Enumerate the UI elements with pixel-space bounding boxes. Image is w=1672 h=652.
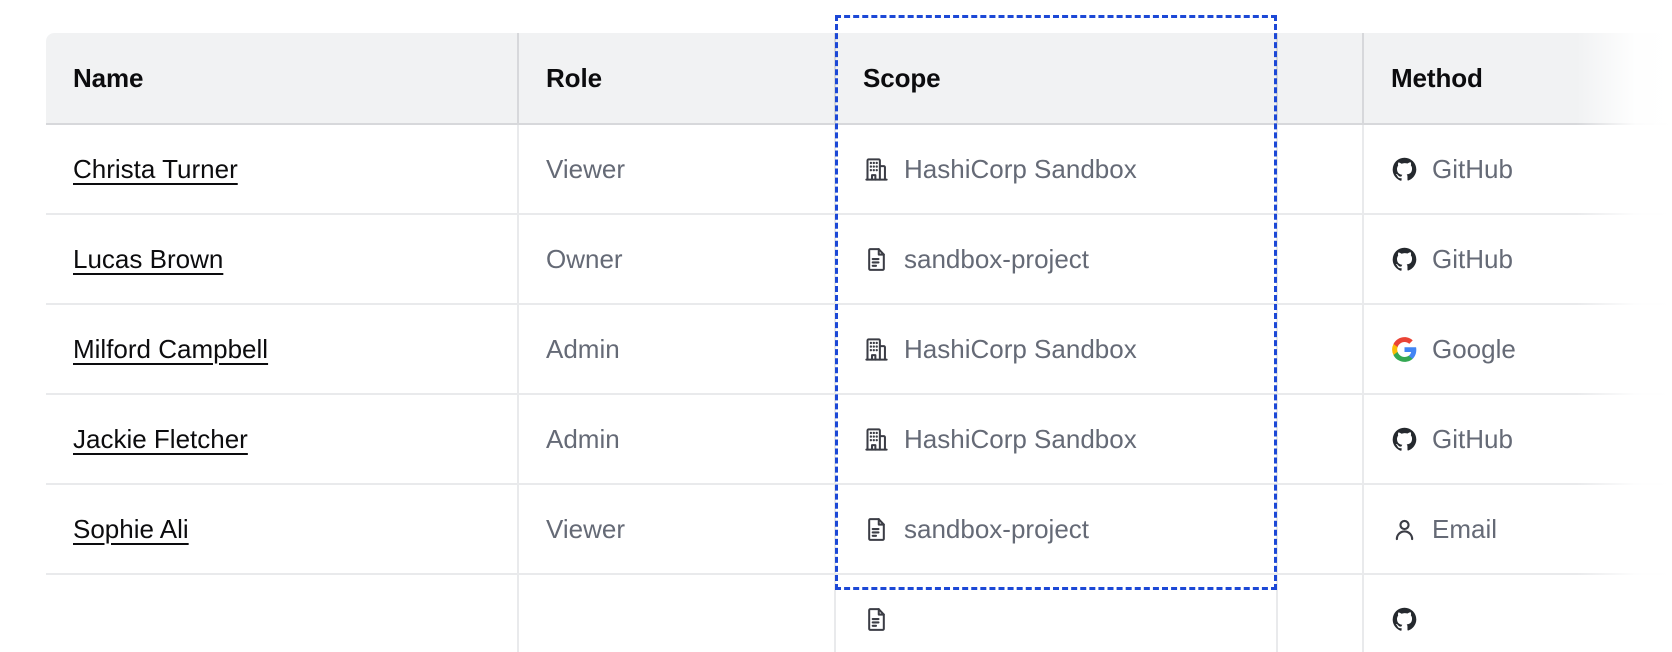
- member-name-link[interactable]: Sophie Ali: [73, 513, 189, 544]
- table-row: Jackie Fletcher Admin: [46, 394, 1672, 485]
- cell-method: [1363, 574, 1672, 652]
- cell-scope: HashiCorp Sandbox: [835, 124, 1278, 215]
- cell-method: Email: [1363, 484, 1672, 575]
- cell-blank: [1277, 484, 1364, 575]
- cell-name: [46, 574, 519, 652]
- cell-scope: HashiCorp Sandbox: [835, 394, 1278, 485]
- project-file-icon: [863, 246, 890, 273]
- method-label: Google: [1432, 334, 1516, 364]
- cell-blank: [1277, 304, 1364, 395]
- method-label: GitHub: [1432, 244, 1513, 274]
- scope-label: sandbox-project: [904, 244, 1089, 274]
- cell-name: Lucas Brown: [46, 214, 519, 305]
- member-name-link[interactable]: Jackie Fletcher: [73, 423, 248, 454]
- column-header-scope[interactable]: Scope: [835, 33, 1278, 125]
- column-header-blank: [1277, 33, 1364, 125]
- cell-name: Milford Campbell: [46, 304, 519, 395]
- cell-method: GitHub: [1363, 214, 1672, 305]
- github-icon: [1391, 246, 1418, 273]
- table-row: [46, 574, 1672, 652]
- github-icon: [1391, 156, 1418, 183]
- cell-blank: [1277, 124, 1364, 215]
- cell-method: GitHub: [1363, 394, 1672, 485]
- table-header-row: Name Role Scope Method: [46, 33, 1672, 125]
- google-icon: [1391, 336, 1418, 363]
- method-label: GitHub: [1432, 154, 1513, 184]
- organization-icon: [863, 336, 890, 363]
- table-row: Sophie Ali Viewer sa: [46, 484, 1672, 575]
- project-file-icon: [863, 516, 890, 543]
- table-body: Christa Turner Viewer: [46, 124, 1672, 652]
- method-label: GitHub: [1432, 424, 1513, 454]
- method-label: Email: [1432, 514, 1498, 544]
- github-icon: [1391, 606, 1418, 633]
- cell-name: Sophie Ali: [46, 484, 519, 575]
- scope-label: HashiCorp Sandbox: [904, 424, 1137, 454]
- scope-label: sandbox-project: [904, 514, 1089, 544]
- cell-role: Viewer: [518, 124, 836, 215]
- members-table: Name Role Scope Method Christa Turner Vi…: [46, 33, 1672, 652]
- cell-role: Viewer: [518, 484, 836, 575]
- cell-scope: [835, 574, 1278, 652]
- cell-name: Jackie Fletcher: [46, 394, 519, 485]
- cell-role: [518, 574, 836, 652]
- cell-scope: sandbox-project: [835, 214, 1278, 305]
- table-row: Christa Turner Viewer: [46, 124, 1672, 215]
- cell-blank: [1277, 394, 1364, 485]
- github-icon: [1391, 426, 1418, 453]
- project-file-icon: [863, 606, 890, 633]
- cell-role: Owner: [518, 214, 836, 305]
- user-icon: [1391, 516, 1418, 543]
- member-name-link[interactable]: Christa Turner: [73, 153, 238, 184]
- cell-name: Christa Turner: [46, 124, 519, 215]
- column-header-name[interactable]: Name: [46, 33, 519, 125]
- table-header: Name Role Scope Method: [46, 33, 1672, 125]
- cell-scope: HashiCorp Sandbox: [835, 304, 1278, 395]
- cell-blank: [1277, 574, 1364, 652]
- scope-label: HashiCorp Sandbox: [904, 154, 1137, 184]
- members-table-container: Name Role Scope Method Christa Turner Vi…: [46, 33, 1672, 652]
- organization-icon: [863, 156, 890, 183]
- table-row: Milford Campbell Admin: [46, 304, 1672, 395]
- cell-blank: [1277, 214, 1364, 305]
- column-header-role[interactable]: Role: [518, 33, 836, 125]
- cell-method: GitHub: [1363, 124, 1672, 215]
- scope-label: HashiCorp Sandbox: [904, 334, 1137, 364]
- organization-icon: [863, 426, 890, 453]
- table-row: Lucas Brown Owner sa: [46, 214, 1672, 305]
- member-name-link[interactable]: Lucas Brown: [73, 243, 224, 274]
- member-name-link[interactable]: Milford Campbell: [73, 333, 269, 364]
- cell-scope: sandbox-project: [835, 484, 1278, 575]
- cell-role: Admin: [518, 304, 836, 395]
- cell-method: Google: [1363, 304, 1672, 395]
- cell-role: Admin: [518, 394, 836, 485]
- column-header-method[interactable]: Method: [1363, 33, 1672, 125]
